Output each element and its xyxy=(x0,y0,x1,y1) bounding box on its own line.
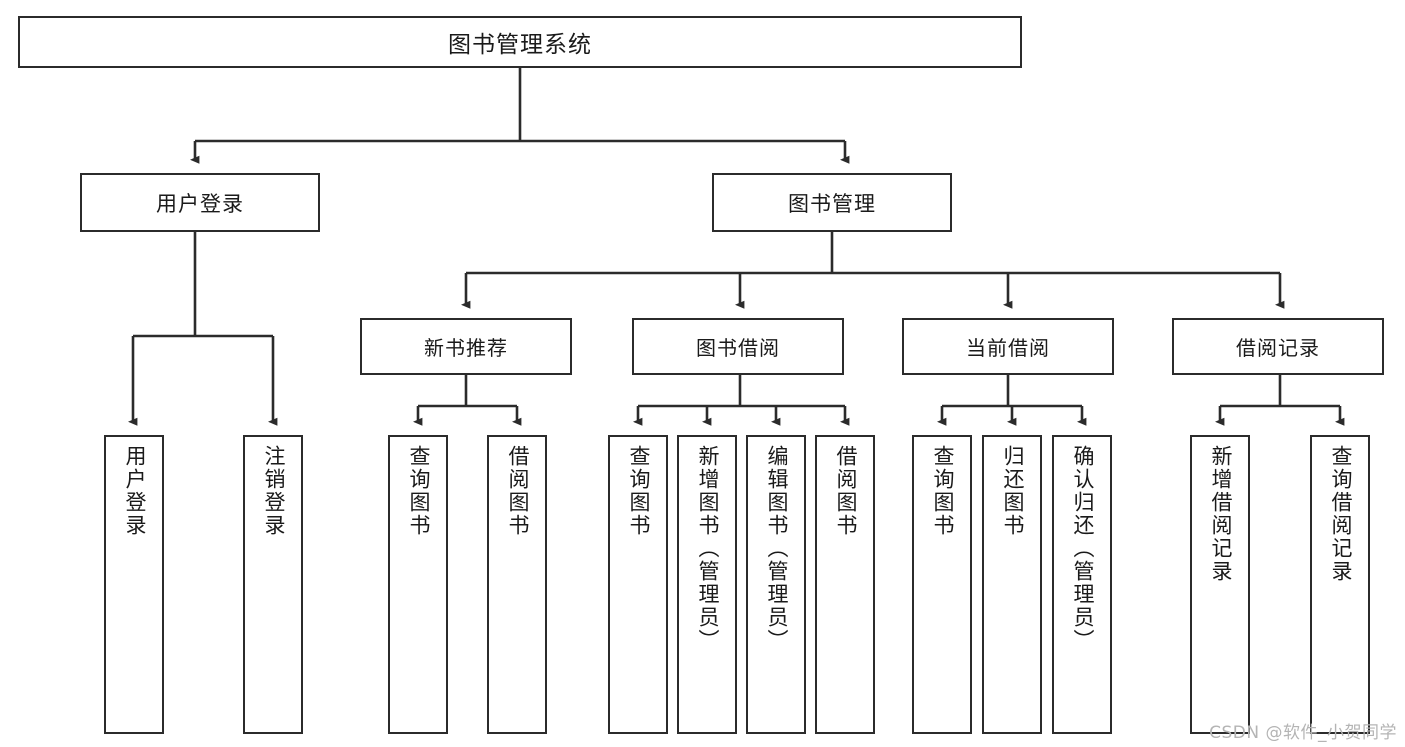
node-current-borrow-label: 当前借阅 xyxy=(966,336,1050,360)
node-leaf-borrow-book-2[interactable]: 借阅图书 xyxy=(815,435,875,734)
node-borrow-record-label: 借阅记录 xyxy=(1236,336,1320,360)
node-current-borrow[interactable]: 当前借阅 xyxy=(902,318,1114,375)
node-leaf-query-book-2-label: 查询图书 xyxy=(626,445,651,537)
node-leaf-user-login[interactable]: 用户登录 xyxy=(104,435,164,734)
node-leaf-borrow-book-1-label: 借阅图书 xyxy=(505,445,530,537)
node-user-login[interactable]: 用户登录 xyxy=(80,173,320,232)
node-root[interactable]: 图书管理系统 xyxy=(18,16,1022,68)
node-leaf-query-book-1-label: 查询图书 xyxy=(406,445,431,537)
node-user-login-label: 用户登录 xyxy=(156,191,244,216)
node-book-manage[interactable]: 图书管理 xyxy=(712,173,952,232)
node-leaf-user-login-label: 用户登录 xyxy=(122,445,147,537)
node-leaf-query-book-3[interactable]: 查询图书 xyxy=(912,435,972,734)
node-book-manage-label: 图书管理 xyxy=(788,191,876,216)
node-book-borrow[interactable]: 图书借阅 xyxy=(632,318,844,375)
node-new-book-recommend[interactable]: 新书推荐 xyxy=(360,318,572,375)
node-leaf-query-book-3-label: 查询图书 xyxy=(930,445,955,537)
node-leaf-logout-login-label: 注销登录 xyxy=(261,445,286,537)
node-root-label: 图书管理系统 xyxy=(448,32,592,58)
node-leaf-borrow-book-1[interactable]: 借阅图书 xyxy=(487,435,547,734)
node-leaf-return-book-label: 归还图书 xyxy=(1000,445,1025,537)
node-leaf-edit-book[interactable]: 编辑图书（管理员） xyxy=(746,435,806,734)
node-leaf-query-book-1[interactable]: 查询图书 xyxy=(388,435,448,734)
node-borrow-record[interactable]: 借阅记录 xyxy=(1172,318,1384,375)
node-leaf-confirm-return-label: 确认归还（管理员） xyxy=(1070,445,1095,652)
node-leaf-return-book[interactable]: 归还图书 xyxy=(982,435,1042,734)
csdn-watermark: CSDN @软件_小贺同学 xyxy=(1209,723,1397,743)
node-leaf-query-record[interactable]: 查询借阅记录 xyxy=(1310,435,1370,734)
node-book-borrow-label: 图书借阅 xyxy=(696,336,780,360)
node-leaf-add-book[interactable]: 新增图书（管理员） xyxy=(677,435,737,734)
node-leaf-query-book-2[interactable]: 查询图书 xyxy=(608,435,668,734)
node-leaf-borrow-book-2-label: 借阅图书 xyxy=(833,445,858,537)
node-leaf-confirm-return[interactable]: 确认归还（管理员） xyxy=(1052,435,1112,734)
node-new-book-recommend-label: 新书推荐 xyxy=(424,336,508,360)
node-leaf-logout-login[interactable]: 注销登录 xyxy=(243,435,303,734)
node-leaf-edit-book-label: 编辑图书（管理员） xyxy=(764,445,789,652)
node-leaf-add-book-label: 新增图书（管理员） xyxy=(695,445,720,652)
node-leaf-query-record-label: 查询借阅记录 xyxy=(1328,445,1353,583)
node-leaf-add-record-label: 新增借阅记录 xyxy=(1208,445,1233,583)
node-leaf-add-record[interactable]: 新增借阅记录 xyxy=(1190,435,1250,734)
